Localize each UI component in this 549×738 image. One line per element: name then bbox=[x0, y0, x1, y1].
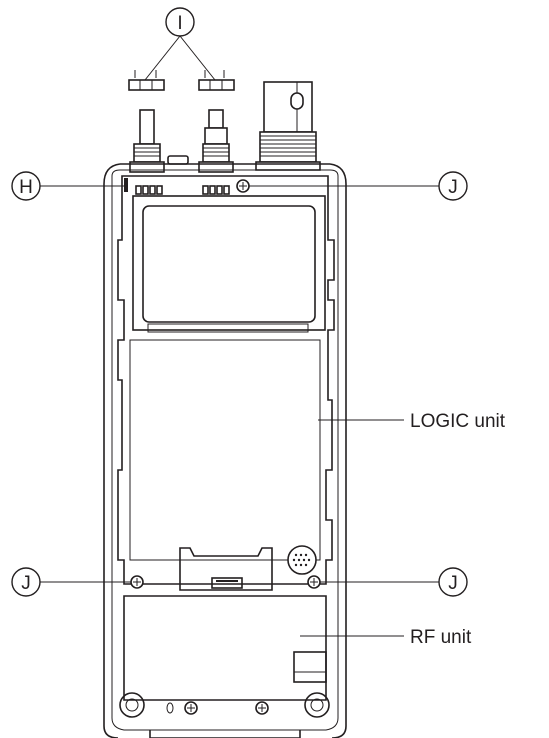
callout-i-label: I bbox=[177, 13, 182, 34]
callout-j-left-label: J bbox=[21, 573, 31, 594]
antenna-connector-assembly bbox=[128, 70, 321, 173]
callout-h-label: H bbox=[19, 177, 33, 198]
screw-bottom-1 bbox=[184, 701, 198, 715]
nut-right bbox=[198, 70, 235, 91]
callout-i: I bbox=[144, 7, 216, 81]
callout-j-top: J bbox=[249, 171, 468, 201]
screw-top bbox=[236, 179, 250, 193]
connector-post-right bbox=[198, 109, 234, 173]
top-tab bbox=[167, 155, 189, 165]
h-pin-marker bbox=[124, 178, 128, 192]
logic-unit-board bbox=[117, 175, 335, 591]
rf-unit-label: RF unit bbox=[410, 627, 472, 648]
connector-post-left bbox=[129, 109, 165, 173]
callout-j-right: J bbox=[320, 567, 468, 597]
label-rf-unit: RF unit bbox=[300, 627, 472, 648]
screw-j-right bbox=[307, 575, 321, 589]
rf-unit-board bbox=[119, 595, 330, 718]
callout-j-top-label: J bbox=[448, 177, 458, 198]
label-logic-unit: LOGIC unit bbox=[318, 411, 506, 432]
callout-j-right-label: J bbox=[448, 573, 458, 594]
screw-j-left bbox=[130, 575, 144, 589]
rf-module bbox=[293, 651, 327, 683]
battery-connector bbox=[179, 547, 273, 591]
logic-unit-label: LOGIC unit bbox=[410, 411, 506, 432]
mount-hole-right bbox=[304, 692, 330, 718]
lcd-panel bbox=[132, 195, 326, 333]
callout-j-left: J bbox=[11, 567, 131, 597]
callout-h: H bbox=[11, 171, 124, 201]
small-hole bbox=[166, 702, 174, 714]
connector-pads bbox=[135, 185, 230, 195]
nut-left bbox=[128, 70, 165, 91]
bnc-connector bbox=[255, 81, 321, 171]
speaker-grille bbox=[287, 545, 317, 575]
screw-bottom-2 bbox=[255, 701, 269, 715]
chassis bbox=[103, 163, 347, 738]
mount-hole-left bbox=[119, 692, 145, 718]
